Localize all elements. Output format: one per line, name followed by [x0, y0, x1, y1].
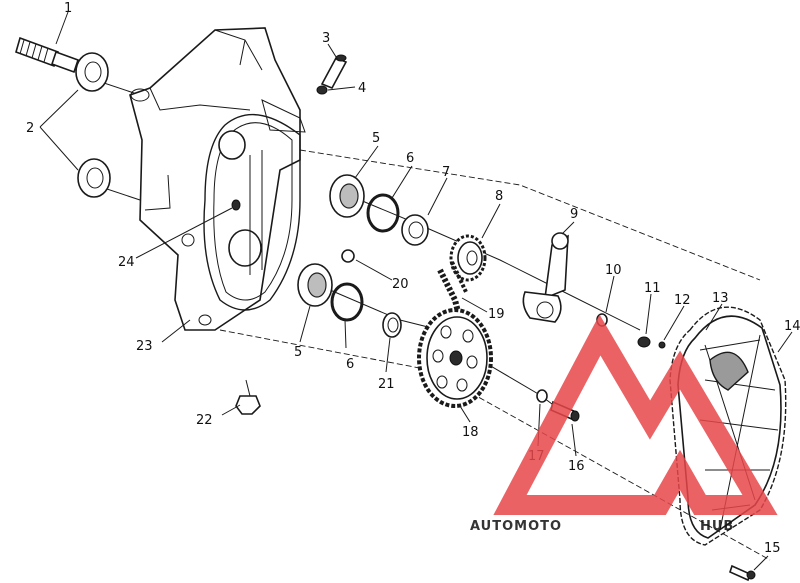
watermark-text-right: HUB [700, 519, 734, 534]
callout-8: 8 [495, 189, 503, 204]
oil-seal-upper [75, 52, 109, 92]
callout-15: 15 [764, 541, 781, 556]
callout-7: 7 [442, 165, 450, 180]
callout-23: 23 [136, 339, 153, 354]
bearing-lower [297, 263, 333, 307]
o-ring-upper [366, 193, 400, 233]
callout-5b: 5 [294, 345, 302, 360]
drain-bolt [235, 379, 261, 415]
callout-6b: 6 [346, 357, 354, 372]
callout-1: 1 [64, 1, 72, 16]
callout-5a: 5 [372, 131, 380, 146]
callout-12: 12 [674, 293, 691, 308]
callout-6a: 6 [406, 151, 414, 166]
callout-22: 22 [196, 413, 213, 428]
callout-3: 3 [322, 31, 330, 46]
watermark-text-left: AUTOMOTO [470, 519, 562, 534]
drain-plug [341, 249, 355, 263]
callout-2: 2 [26, 121, 34, 136]
lock-nut [637, 336, 651, 348]
bearing-upper [329, 174, 365, 218]
watermark-triangle-icon [493, 314, 778, 515]
lower-washer [536, 389, 548, 403]
callout-labels: 1 2 3 4 5 5 6 6 7 8 9 10 11 12 13 14 15 … [26, 1, 800, 556]
callout-20: 20 [392, 277, 409, 292]
bolt-washer [316, 85, 328, 95]
cover-bolt [729, 564, 756, 582]
callout-10: 10 [605, 263, 622, 278]
callout-9: 9 [570, 207, 578, 222]
upper-sprocket [449, 234, 487, 282]
chaincase-housing [129, 27, 306, 331]
oil-seal-lower [77, 158, 111, 198]
spacer-ring [401, 214, 429, 246]
callout-18: 18 [462, 425, 479, 440]
callout-21: 21 [378, 377, 395, 392]
lower-spacer-ring [382, 312, 402, 338]
input-shaft [15, 36, 80, 74]
callout-13: 13 [712, 291, 729, 306]
adjuster-bolt [320, 54, 348, 90]
leader-lines [39, 11, 793, 571]
callout-24: 24 [118, 255, 135, 270]
housing-dowel [231, 199, 241, 211]
callout-19: 19 [488, 307, 505, 322]
o-ring-lower [330, 282, 364, 322]
callout-16: 16 [568, 459, 585, 474]
dowel-pin [658, 341, 666, 349]
callout-14: 14 [784, 319, 800, 334]
callout-11: 11 [644, 281, 661, 296]
lower-sprocket [417, 308, 493, 408]
chain-tensioner-arm [522, 232, 569, 323]
callout-4: 4 [358, 81, 366, 96]
watermark-logo: AUTOMOTO HUB [470, 314, 778, 534]
